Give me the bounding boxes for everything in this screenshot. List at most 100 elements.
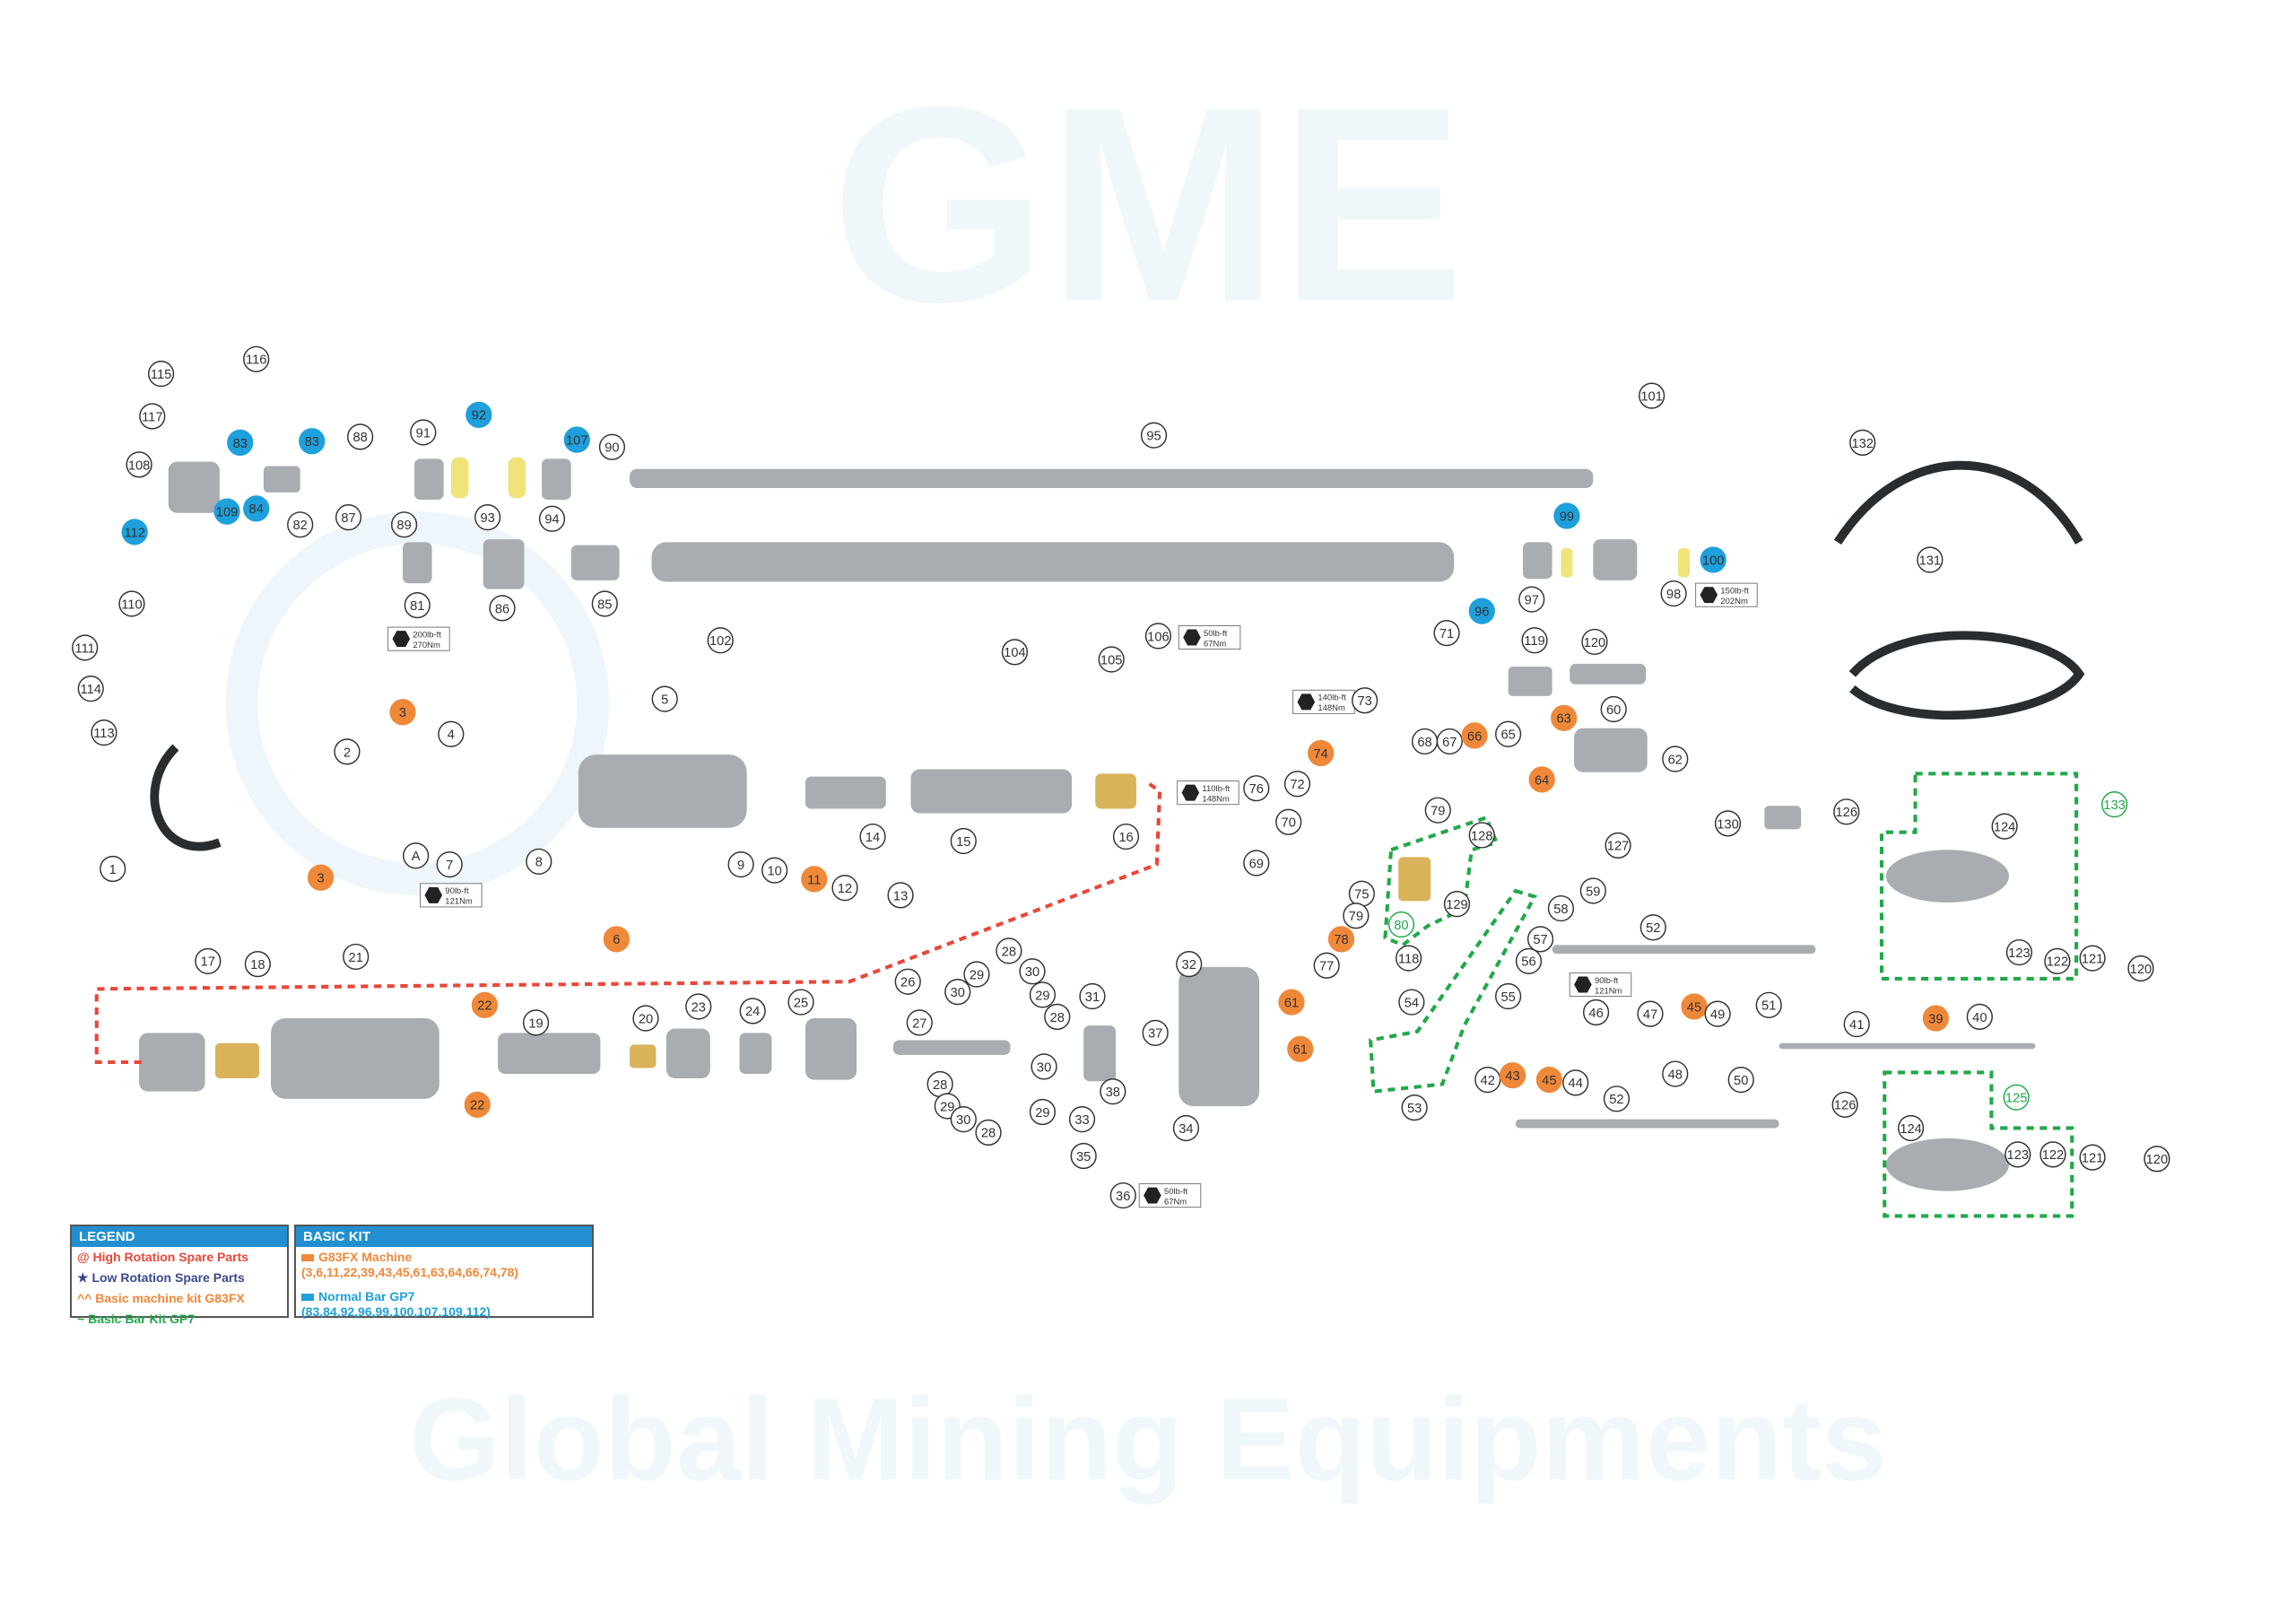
callout-113[interactable]: 113	[91, 719, 117, 746]
callout-15[interactable]: 15	[950, 827, 977, 855]
callout-13[interactable]: 13	[887, 882, 914, 909]
callout-67[interactable]: 67	[1436, 728, 1463, 755]
callout-30[interactable]: 30	[944, 979, 971, 1006]
callout-82[interactable]: 82	[287, 511, 314, 538]
callout-109[interactable]: 109	[213, 498, 240, 525]
callout-89[interactable]: 89	[391, 511, 418, 538]
callout-73[interactable]: 73	[1352, 687, 1378, 714]
callout-85[interactable]: 85	[591, 590, 618, 617]
callout-77[interactable]: 77	[1313, 952, 1340, 979]
callout-51[interactable]: 51	[1755, 991, 1782, 1018]
callout-9[interactable]: 9	[727, 850, 754, 878]
callout-114[interactable]: 114	[77, 676, 104, 702]
callout-99[interactable]: 99	[1553, 502, 1580, 529]
callout-28[interactable]: 28	[996, 937, 1022, 964]
callout-129[interactable]: 129	[1443, 891, 1471, 918]
callout-132[interactable]: 132	[1849, 429, 1876, 457]
callout-119[interactable]: 119	[1521, 627, 1548, 654]
callout-35[interactable]: 35	[1070, 1142, 1097, 1170]
callout-40[interactable]: 40	[1966, 1003, 1993, 1031]
callout-55[interactable]: 55	[1495, 982, 1522, 1010]
callout-36[interactable]: 36	[1109, 1182, 1136, 1209]
callout-24[interactable]: 24	[739, 998, 766, 1025]
callout-127[interactable]: 127	[1605, 832, 1631, 859]
callout-131[interactable]: 131	[1917, 546, 1944, 573]
callout-1[interactable]: 1	[100, 855, 126, 883]
callout-91[interactable]: 91	[410, 419, 437, 446]
callout-26[interactable]: 26	[894, 968, 921, 995]
callout-46[interactable]: 46	[1582, 998, 1610, 1026]
callout-52[interactable]: 52	[1639, 914, 1666, 941]
callout-61[interactable]: 61	[1287, 1035, 1314, 1062]
callout-75[interactable]: 75	[1348, 880, 1375, 907]
callout-5[interactable]: 5	[651, 685, 678, 712]
callout-124[interactable]: 124	[1898, 1114, 1925, 1142]
callout-62[interactable]: 62	[1662, 746, 1689, 772]
callout-98[interactable]: 98	[1660, 580, 1687, 607]
callout-65[interactable]: 65	[1495, 720, 1522, 747]
callout-57[interactable]: 57	[1526, 926, 1554, 953]
callout-118[interactable]: 118	[1396, 945, 1422, 972]
callout-20[interactable]: 20	[632, 1005, 659, 1032]
callout-31[interactable]: 31	[1079, 982, 1106, 1010]
callout-44[interactable]: 44	[1562, 1069, 1589, 1096]
callout-45[interactable]: 45	[1535, 1066, 1562, 1094]
callout-120[interactable]: 120	[2144, 1146, 2170, 1173]
callout-A[interactable]: A	[403, 842, 430, 869]
callout-28[interactable]: 28	[926, 1070, 953, 1098]
callout-68[interactable]: 68	[1411, 728, 1439, 755]
callout-110[interactable]: 110	[118, 590, 145, 617]
callout-59[interactable]: 59	[1579, 877, 1606, 904]
callout-29[interactable]: 29	[1029, 981, 1057, 1008]
callout-28[interactable]: 28	[975, 1119, 1002, 1146]
callout-50[interactable]: 50	[1727, 1066, 1754, 1094]
callout-60[interactable]: 60	[1600, 695, 1627, 723]
callout-70[interactable]: 70	[1275, 808, 1302, 835]
callout-78[interactable]: 78	[1327, 926, 1355, 953]
callout-120[interactable]: 120	[2127, 955, 2154, 982]
callout-133[interactable]: 133	[2100, 791, 2128, 818]
callout-106[interactable]: 106	[1144, 623, 1172, 650]
callout-122[interactable]: 122	[2044, 947, 2071, 974]
callout-84[interactable]: 84	[243, 495, 270, 522]
callout-3[interactable]: 3	[307, 864, 335, 891]
callout-126[interactable]: 126	[1833, 798, 1860, 825]
callout-96[interactable]: 96	[1468, 597, 1495, 624]
callout-104[interactable]: 104	[1001, 639, 1029, 666]
callout-38[interactable]: 38	[1100, 1078, 1126, 1105]
callout-22[interactable]: 22	[471, 991, 499, 1018]
callout-45[interactable]: 45	[1681, 993, 1708, 1020]
callout-21[interactable]: 21	[343, 943, 370, 971]
callout-122[interactable]: 122	[2039, 1141, 2066, 1168]
callout-76[interactable]: 76	[1243, 775, 1270, 802]
callout-81[interactable]: 81	[404, 592, 430, 619]
callout-112[interactable]: 112	[121, 519, 148, 545]
callout-42[interactable]: 42	[1474, 1066, 1501, 1094]
callout-8[interactable]: 8	[526, 848, 552, 875]
callout-33[interactable]: 33	[1068, 1106, 1096, 1133]
callout-58[interactable]: 58	[1547, 894, 1575, 922]
callout-28[interactable]: 28	[1044, 1003, 1071, 1031]
callout-39[interactable]: 39	[1922, 1005, 1949, 1032]
callout-125[interactable]: 125	[2003, 1084, 2030, 1111]
callout-130[interactable]: 130	[1714, 810, 1742, 837]
callout-27[interactable]: 27	[906, 1009, 933, 1036]
callout-37[interactable]: 37	[1142, 1019, 1169, 1046]
callout-7[interactable]: 7	[436, 850, 463, 878]
callout-23[interactable]: 23	[685, 993, 712, 1020]
callout-100[interactable]: 100	[1700, 546, 1726, 573]
callout-3[interactable]: 3	[389, 699, 416, 726]
callout-97[interactable]: 97	[1518, 586, 1545, 613]
callout-54[interactable]: 54	[1398, 989, 1425, 1016]
callout-93[interactable]: 93	[474, 504, 501, 531]
callout-72[interactable]: 72	[1283, 771, 1311, 798]
callout-34[interactable]: 34	[1172, 1114, 1200, 1142]
callout-10[interactable]: 10	[761, 857, 788, 884]
callout-90[interactable]: 90	[598, 433, 626, 460]
callout-124[interactable]: 124	[1991, 813, 2018, 840]
callout-116[interactable]: 116	[243, 345, 270, 372]
callout-2[interactable]: 2	[334, 738, 361, 765]
callout-121[interactable]: 121	[2079, 945, 2106, 972]
callout-48[interactable]: 48	[1662, 1060, 1689, 1087]
callout-22[interactable]: 22	[464, 1091, 491, 1118]
